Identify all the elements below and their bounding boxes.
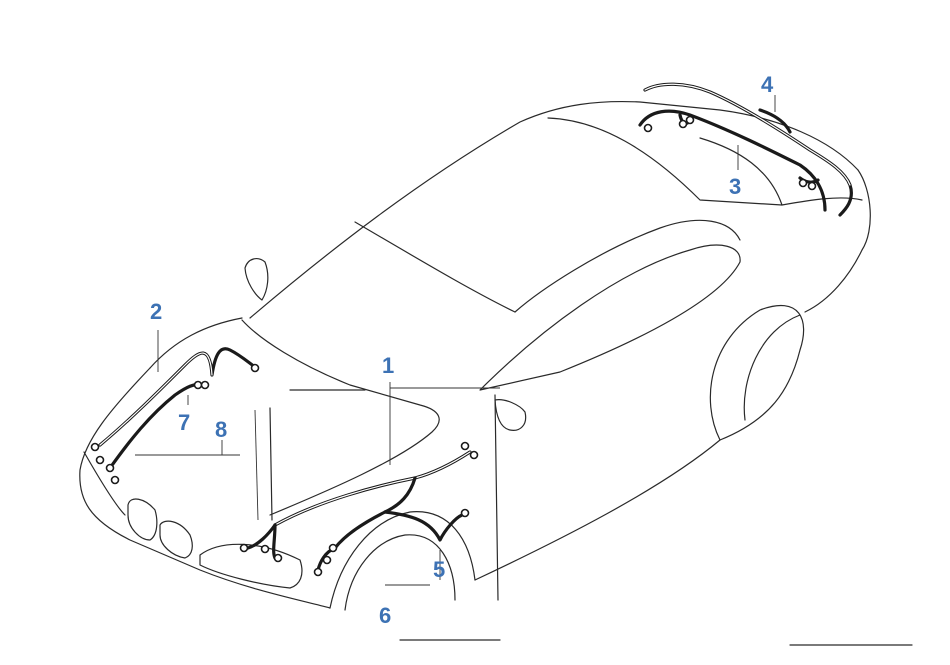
front-wheel [344,534,456,611]
kidney-grille-left [127,498,158,541]
hood-crease [149,317,243,369]
lower-sill [399,439,721,641]
leader-lines [135,95,776,586]
headlight [199,543,303,589]
engine-bay-line [269,389,366,521]
harness-2-front-left [90,347,260,485]
door-line [494,394,499,601]
side-window [479,244,741,391]
rear-quarter [709,304,805,441]
front-wheel-arch [329,511,476,609]
callout-numbers: 1 2 3 4 5 6 7 8 [150,72,774,628]
rear-window [547,117,783,206]
callout-3: 3 [729,174,741,199]
car-body-outline [79,100,913,646]
rear-wheel-arch [743,314,801,421]
callout-6: 6 [379,603,391,628]
front-bumper [83,451,126,516]
windshield-top [354,221,516,313]
side-mirror [494,399,527,431]
callout-7: 7 [178,410,190,435]
callout-8: 8 [215,417,227,442]
hood-front-line [241,319,440,516]
callout-2: 2 [150,299,162,324]
roof-outline [249,100,859,319]
windshield-side [514,219,741,313]
rear-body [804,169,871,313]
callout-4: 4 [761,72,774,97]
front-fascia [79,367,331,609]
harness-3-4-rear [638,82,853,217]
callout-1: 1 [382,353,394,378]
callout-5: 5 [433,557,445,582]
harness-1-engine [239,441,479,577]
kidney-grille-right [159,520,193,559]
wiper-stalk [244,258,269,301]
